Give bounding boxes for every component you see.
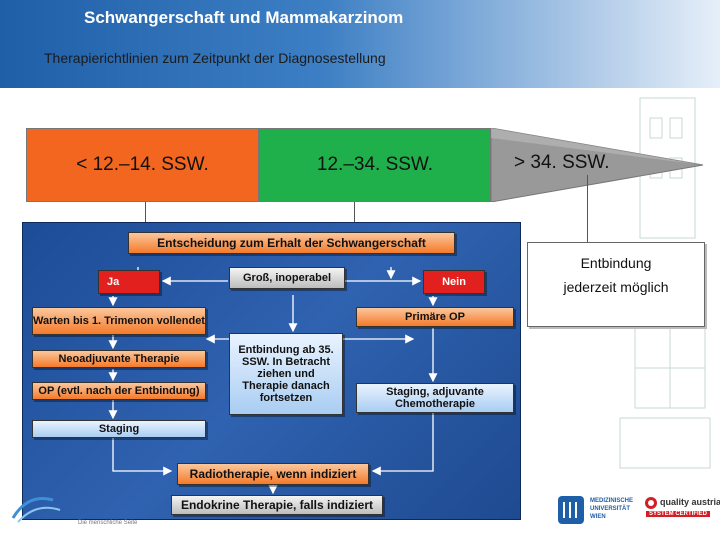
endocrine-box: Endokrine Therapie, falls indiziert [171,495,383,515]
muw-text-1: MEDIZINISCHE [590,498,634,504]
muw-logo-icon [558,496,584,524]
footer-logos: Die menschliche Seite MEDIZINISCHE UNIVE… [0,478,720,540]
phase-middle: 12.–34. SSW. [259,128,491,202]
wait-trimester-box: Warten bis 1. Trimenon vollendet [32,307,206,335]
system-certified-label: SYSTEM CERTIFIED [646,511,711,517]
delivery-line-1: Entbindung [580,255,652,271]
staging-box: Staging [32,420,206,438]
hospital-logo-icon [11,497,61,523]
yes-box: Ja [98,270,160,294]
muw-text-3: WIEN [590,514,606,520]
delivery-line-2: jederzeit möglich [563,279,669,295]
large-inoperable-box: Groß, inoperabel [229,267,345,289]
slide-subtitle: Therapierichtlinien zum Zeitpunkt der Di… [44,50,386,66]
left-logo-tagline: Die menschliche Seite [78,520,138,526]
connector-line-1 [145,202,146,222]
delivery-box: Entbindung jederzeit möglich [527,242,705,327]
primary-op-box: Primäre OP [356,307,514,327]
delivery-35-box: Entbindung ab 35. SSW. In Betracht ziehe… [229,333,343,415]
decision-box: Entscheidung zum Erhalt der Schwangersch… [128,232,455,254]
phase-early: < 12.–14. SSW. [26,128,259,202]
header-bar: Schwangerschaft und Mammakarzinom Therap… [0,0,720,88]
quality-austria-label: quality austria [660,497,720,507]
radiotherapy-box: Radiotherapie, wenn indiziert [177,463,369,485]
flowchart-panel: Entscheidung zum Erhalt der Schwangersch… [22,222,521,520]
phase-late-arrow [491,128,704,202]
muw-text-2: UNIVERSITÄT [590,506,631,512]
op-box: OP (evtl. nach der Entbindung) [32,382,206,400]
no-box: Nein [423,270,485,294]
phase-late: > 34. SSW. [514,152,610,173]
connector-line-3 [587,175,588,242]
slide-title: Schwangerschaft und Mammakarzinom [84,8,404,27]
neoadjuvant-box: Neoadjuvante Therapie [32,350,206,368]
staging-adjuvant-box: Staging, adjuvante Chemotherapie [356,383,514,413]
connector-line-2 [354,202,355,222]
quality-austria-icon [645,497,657,509]
